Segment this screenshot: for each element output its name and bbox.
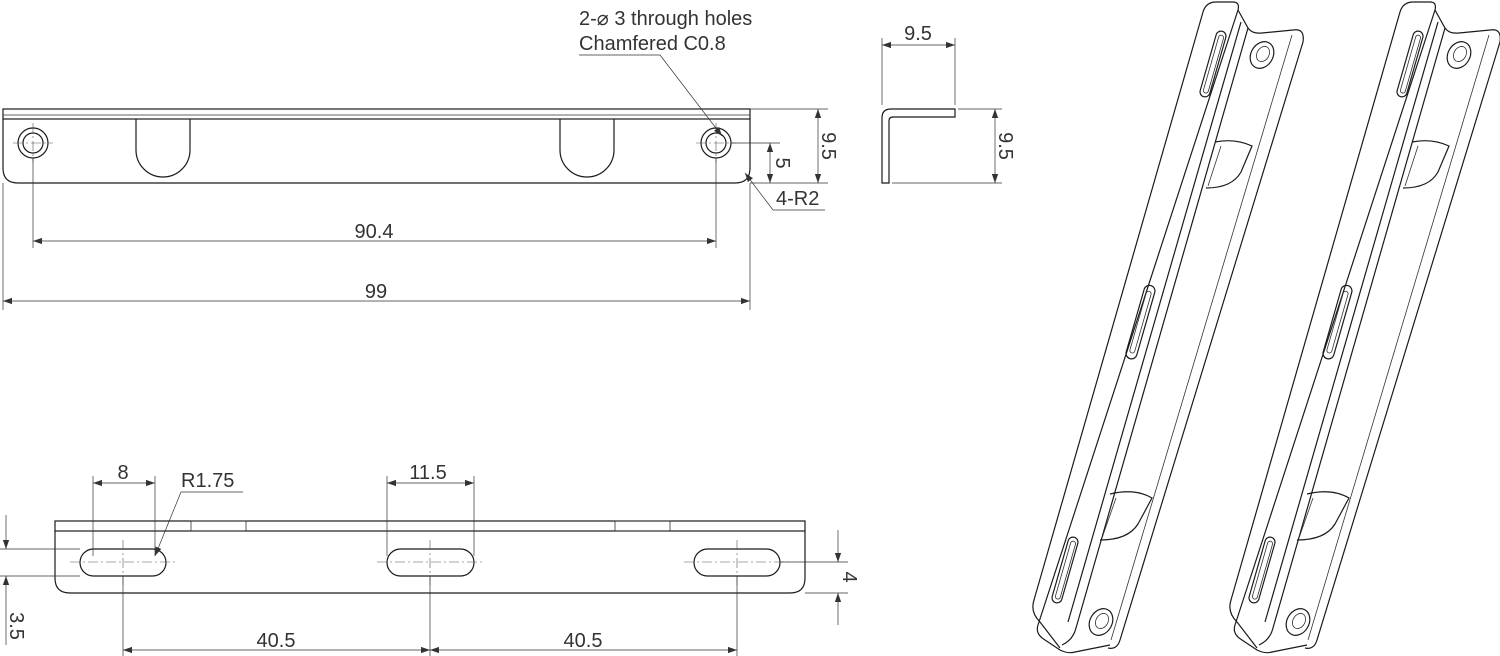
height-label: 9.5 bbox=[817, 132, 839, 160]
isometric-bracket-1 bbox=[1032, 1, 1304, 654]
side-height-label: 9.5 bbox=[994, 132, 1016, 160]
bottom-view-dimensions: 8 R1.75 11.5 4 3.5 40.5 40.5 bbox=[0, 462, 860, 656]
slot-middle bbox=[377, 540, 484, 585]
front-view bbox=[2, 108, 751, 184]
overall-length-label: 99 bbox=[365, 281, 387, 303]
hole-height-label: 5 bbox=[771, 157, 793, 168]
holes-note-line2: Chamfered C0.8 bbox=[579, 33, 726, 55]
slot-height-label: 4 bbox=[838, 571, 860, 582]
slot-small-width-label: 8 bbox=[117, 462, 128, 484]
left-hole bbox=[13, 123, 53, 163]
slot-spacing-right-label: 40.5 bbox=[564, 630, 603, 652]
hole-spacing-label: 90.4 bbox=[355, 221, 394, 243]
slot-offset-label: 3.5 bbox=[5, 612, 27, 640]
side-view: 9.5 9.5 bbox=[881, 23, 1016, 184]
slot-large-width-label: 11.5 bbox=[409, 462, 446, 484]
side-width-label: 9.5 bbox=[904, 23, 932, 45]
isometric-bracket-2 bbox=[1229, 1, 1500, 654]
holes-note-line1: 2-⌀ 3 through holes bbox=[579, 8, 752, 30]
right-hole bbox=[696, 123, 736, 163]
radius-note: 4-R2 bbox=[776, 188, 819, 210]
slot-spacing-left-label: 40.5 bbox=[257, 630, 296, 652]
slot-radius-note: R1.75 bbox=[181, 470, 234, 492]
front-view-dimensions: 90.4 99 9.5 5 4-R2 2-⌀ 3 through holes C… bbox=[2, 8, 839, 310]
